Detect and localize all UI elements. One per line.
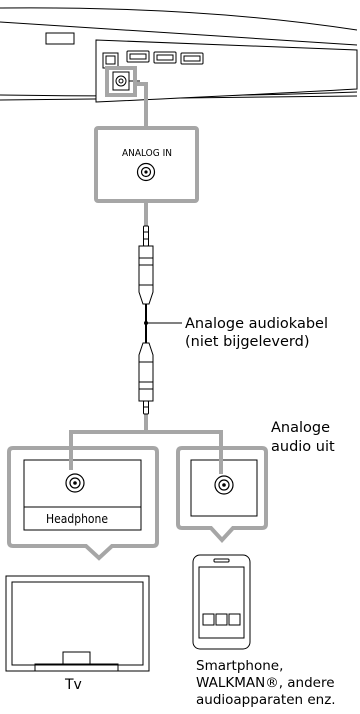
analog-in-callout	[94, 126, 199, 203]
devices-label-line1: Smartphone,	[196, 658, 284, 674]
tv-stand	[62, 651, 91, 665]
cable-label: Analoge audiokabel (niet bijgeleverd)	[185, 315, 328, 351]
devices-label-line3: audioapparaten enz.	[196, 692, 336, 708]
analog-output-label-line2: audio uit	[271, 439, 335, 455]
headphone-label: Headphone	[46, 512, 108, 526]
analog-in-label: ANALOG IN	[122, 148, 172, 159]
soundbar-rear-panel	[0, 7, 358, 103]
cable-label-line2: (niet bijgeleverd)	[185, 334, 310, 350]
analog-output-label: Analoge audio uit	[271, 419, 335, 457]
device-output-callout	[176, 446, 268, 543]
audio-cable	[138, 225, 154, 415]
smartphone-icon	[192, 554, 251, 650]
analog-output-label-line1: Analoge	[271, 420, 331, 436]
analog-in-highlight	[105, 66, 137, 97]
tv-headphone-callout	[7, 446, 159, 561]
devices-label-line2: WALKMAN®, andere	[196, 675, 335, 691]
cable-leader	[144, 321, 182, 325]
tv-label: Tv	[65, 677, 82, 693]
devices-label: Smartphone, WALKMAN®, andere audioappara…	[196, 658, 336, 709]
cable-label-line1: Analoge audiokabel	[185, 316, 328, 332]
